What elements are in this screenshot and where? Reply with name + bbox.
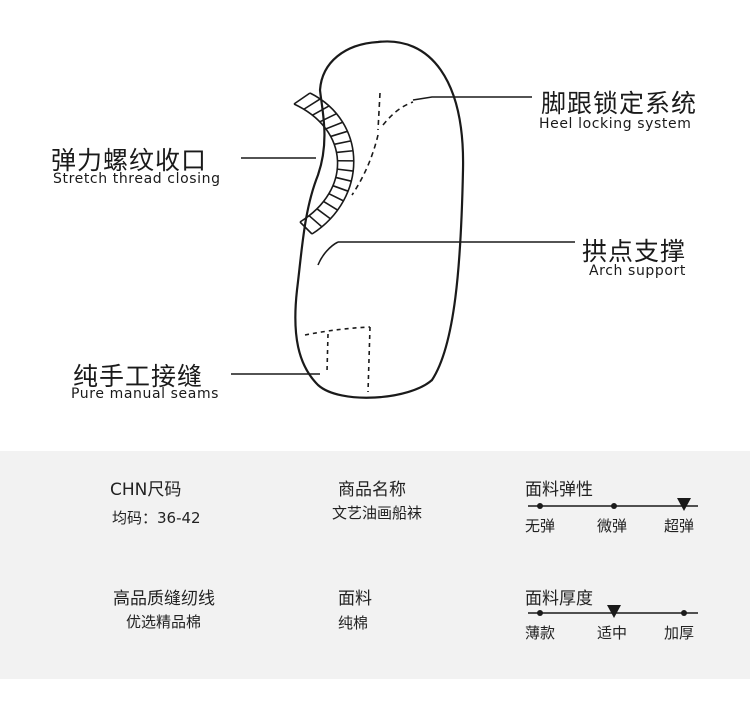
thickness-title: 面料厚度 <box>525 589 593 609</box>
scale-graphics <box>528 498 698 618</box>
seams-label-en: Pure manual seams <box>71 386 220 402</box>
stretch-band-rib <box>328 193 344 202</box>
stretch-band-rib <box>325 121 343 130</box>
stretch-band-rib <box>336 149 354 154</box>
stretch-band-rib <box>330 130 348 138</box>
heel-label-en: Heel locking system <box>539 116 692 132</box>
thread-value: 优选精品棉 <box>126 613 202 631</box>
thickness-tick-dot <box>681 610 687 616</box>
stretch-band-rib <box>332 184 349 192</box>
thickness-tick-dot <box>537 610 543 616</box>
stretch-band-rib <box>337 168 354 172</box>
stretch-band-rib <box>334 140 352 146</box>
name-title: 商品名称 <box>338 480 406 500</box>
stretch-band-rib <box>335 176 352 182</box>
stretch-band-rib <box>316 208 331 220</box>
heel-dashed-line <box>351 92 414 196</box>
specs-panel: CHN尺码 均码：36-42 商品名称 文艺油画船袜 面料弹性 无弹 微弹 超弹… <box>0 451 750 679</box>
name-value: 文艺油画船袜 <box>332 504 423 522</box>
thread-title: 高品质缝纫线 <box>113 589 215 609</box>
material-value: 纯棉 <box>338 614 369 632</box>
elasticity-tick-2: 超弹 <box>664 517 695 535</box>
stretch-band-rib <box>319 112 337 123</box>
stretch-band-rib <box>308 215 323 228</box>
heel-leader <box>412 96 532 101</box>
size-value: 均码：36-42 <box>112 509 201 527</box>
stretch-label-en: Stretch thread closing <box>53 171 221 187</box>
elasticity-tick-dot <box>611 503 617 509</box>
material-title: 面料 <box>338 589 372 609</box>
sock-illustration <box>231 40 575 399</box>
elasticity-selected-marker <box>677 498 691 511</box>
arch-label-cn: 拱点支撑 <box>582 237 687 266</box>
stretch-band-rib <box>312 105 330 116</box>
thickness-tick-1: 适中 <box>597 624 628 642</box>
thickness-tick-0: 薄款 <box>525 624 556 642</box>
elasticity-title: 面料弹性 <box>525 480 593 500</box>
toe-seam-lines <box>304 326 371 393</box>
stretch-label-cn: 弹力螺纹收口 <box>51 146 208 175</box>
heel-label-cn: 脚跟锁定系统 <box>541 89 698 118</box>
elasticity-tick-1: 微弹 <box>597 517 628 535</box>
elasticity-tick-0: 无弹 <box>525 517 556 535</box>
seams-label-cn: 纯手工接缝 <box>73 362 204 391</box>
arch-label-en: Arch support <box>589 263 686 279</box>
stretch-band-rib <box>323 200 339 211</box>
thickness-tick-2: 加厚 <box>664 624 695 642</box>
thickness-selected-marker <box>607 605 621 618</box>
sock-outline <box>294 40 465 399</box>
size-title: CHN尺码 <box>110 480 182 500</box>
stretch-band <box>293 92 355 235</box>
elasticity-tick-dot <box>537 503 543 509</box>
sock-diagram: 脚跟锁定系统 Heel locking system 弹力螺纹收口 Stretc… <box>51 40 698 402</box>
arch-line <box>317 241 339 266</box>
stretch-band-rib <box>303 98 321 110</box>
